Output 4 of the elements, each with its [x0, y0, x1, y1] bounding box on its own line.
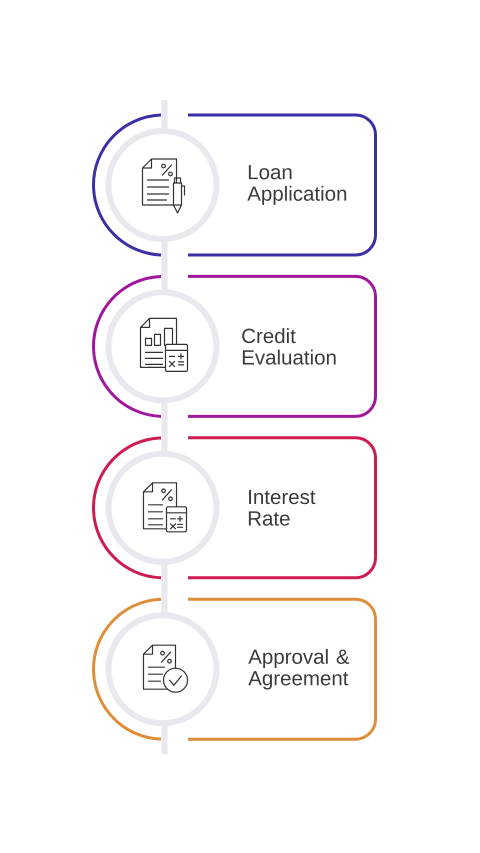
step-box: Loan Application	[92, 114, 377, 256]
step-box: Interest Rate	[92, 436, 377, 580]
step-box: Approval & Agreement	[92, 598, 377, 741]
step-box: Credit Evaluation	[92, 274, 377, 418]
